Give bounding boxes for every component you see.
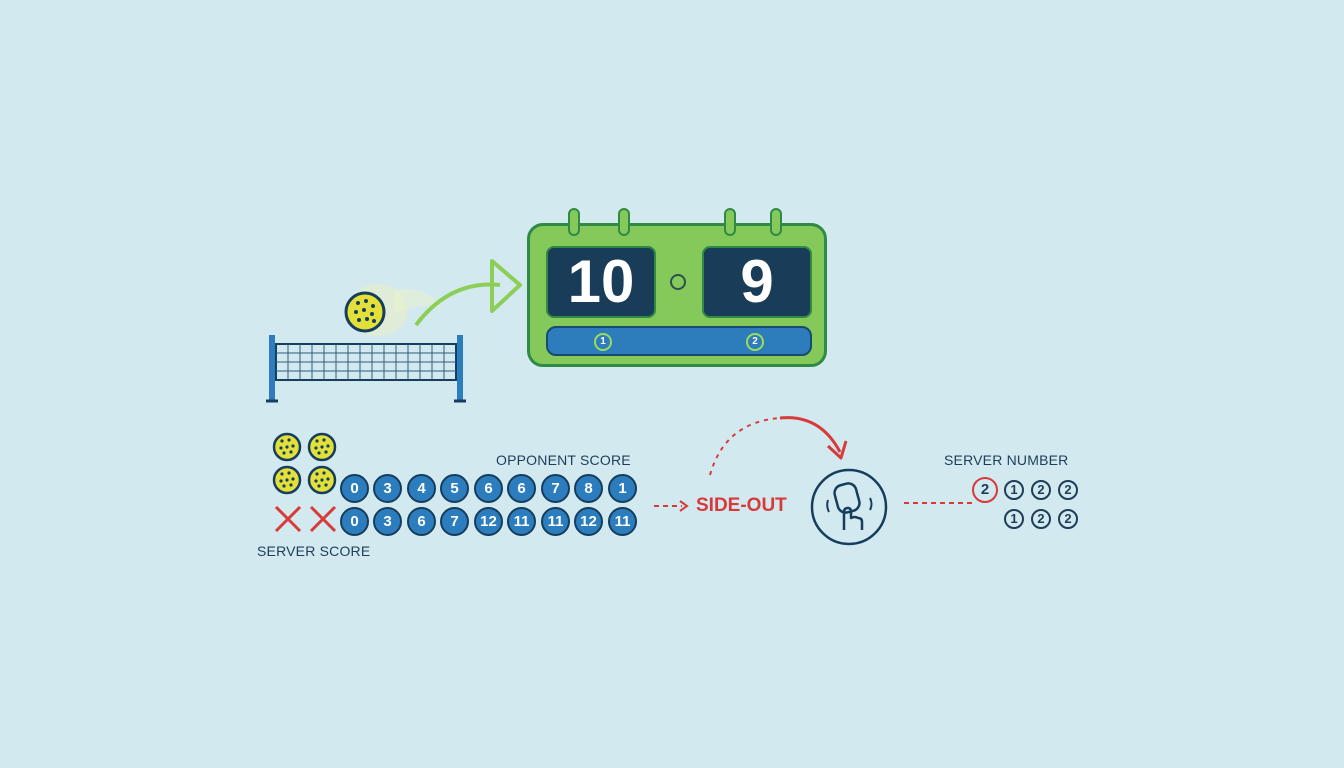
opponent-score-label: OPPONENT SCORE — [496, 452, 631, 468]
pickleball-icon — [344, 291, 386, 333]
left-score-panel: 10 — [546, 246, 656, 318]
pickleball-icon — [272, 432, 302, 462]
server-score-chip: 7 — [440, 507, 469, 536]
net-icon — [266, 335, 466, 403]
server-score-chip: 11 — [507, 507, 536, 536]
server-indicator-1: 1 — [594, 333, 612, 351]
server-number-highlight: 2 — [972, 477, 998, 503]
server-number-circle: 1 — [1004, 480, 1024, 500]
pickleball-icon — [272, 465, 302, 495]
pickleball-icon — [307, 465, 337, 495]
server-indicator-2: 2 — [746, 333, 764, 351]
pickleball-icon — [307, 432, 337, 462]
x-mark-icon — [309, 505, 337, 533]
dashed-line-icon — [904, 502, 972, 504]
side-out-label: SIDE-OUT — [696, 495, 787, 516]
arrow-icon — [414, 259, 522, 327]
curved-arrow-icon — [709, 416, 848, 476]
server-number-circle: 2 — [1058, 480, 1078, 500]
opponent-score-chip: 5 — [440, 474, 469, 503]
server-score-chip: 12 — [474, 507, 503, 536]
server-number-circle: 2 — [1058, 509, 1078, 529]
server-score-chip: 11 — [541, 507, 570, 536]
server-score-chip: 3 — [373, 507, 402, 536]
opponent-score-chip: 0 — [340, 474, 369, 503]
opponent-score-chip: 4 — [407, 474, 436, 503]
scoreboard-ring — [770, 208, 782, 236]
server-score-chip: 0 — [340, 507, 369, 536]
opponent-score-chip: 6 — [474, 474, 503, 503]
scoreboard-ring — [724, 208, 736, 236]
server-score-chip: 12 — [574, 507, 603, 536]
right-score: 9 — [740, 248, 774, 315]
server-score-label: SERVER SCORE — [257, 543, 371, 559]
opponent-score-chip: 3 — [373, 474, 402, 503]
right-score-panel: 9 — [702, 246, 812, 318]
opponent-score-chip: 7 — [541, 474, 570, 503]
scoreboard-ring — [618, 208, 630, 236]
opponent-score-chip: 6 — [507, 474, 536, 503]
scoreboard-center-dot — [670, 274, 686, 290]
dashed-arrow-icon — [654, 500, 689, 512]
server-number-circle: 2 — [1031, 509, 1051, 529]
opponent-score-chip: 1 — [608, 474, 637, 503]
server-number-circle: 2 — [1031, 480, 1051, 500]
x-mark-icon — [274, 505, 302, 533]
server-score-chip: 11 — [608, 507, 637, 536]
left-score: 10 — [567, 248, 635, 315]
server-number-circle: 1 — [1004, 509, 1024, 529]
scoreboard-ring — [568, 208, 580, 236]
server-indicator-bar: 1 2 — [546, 326, 812, 356]
server-score-chip: 6 — [407, 507, 436, 536]
hand-paddle-icon — [810, 468, 888, 546]
scoreboard: 10 9 1 2 — [527, 208, 827, 367]
opponent-score-chip: 8 — [574, 474, 603, 503]
server-number-label: SERVER NUMBER — [944, 452, 1069, 468]
